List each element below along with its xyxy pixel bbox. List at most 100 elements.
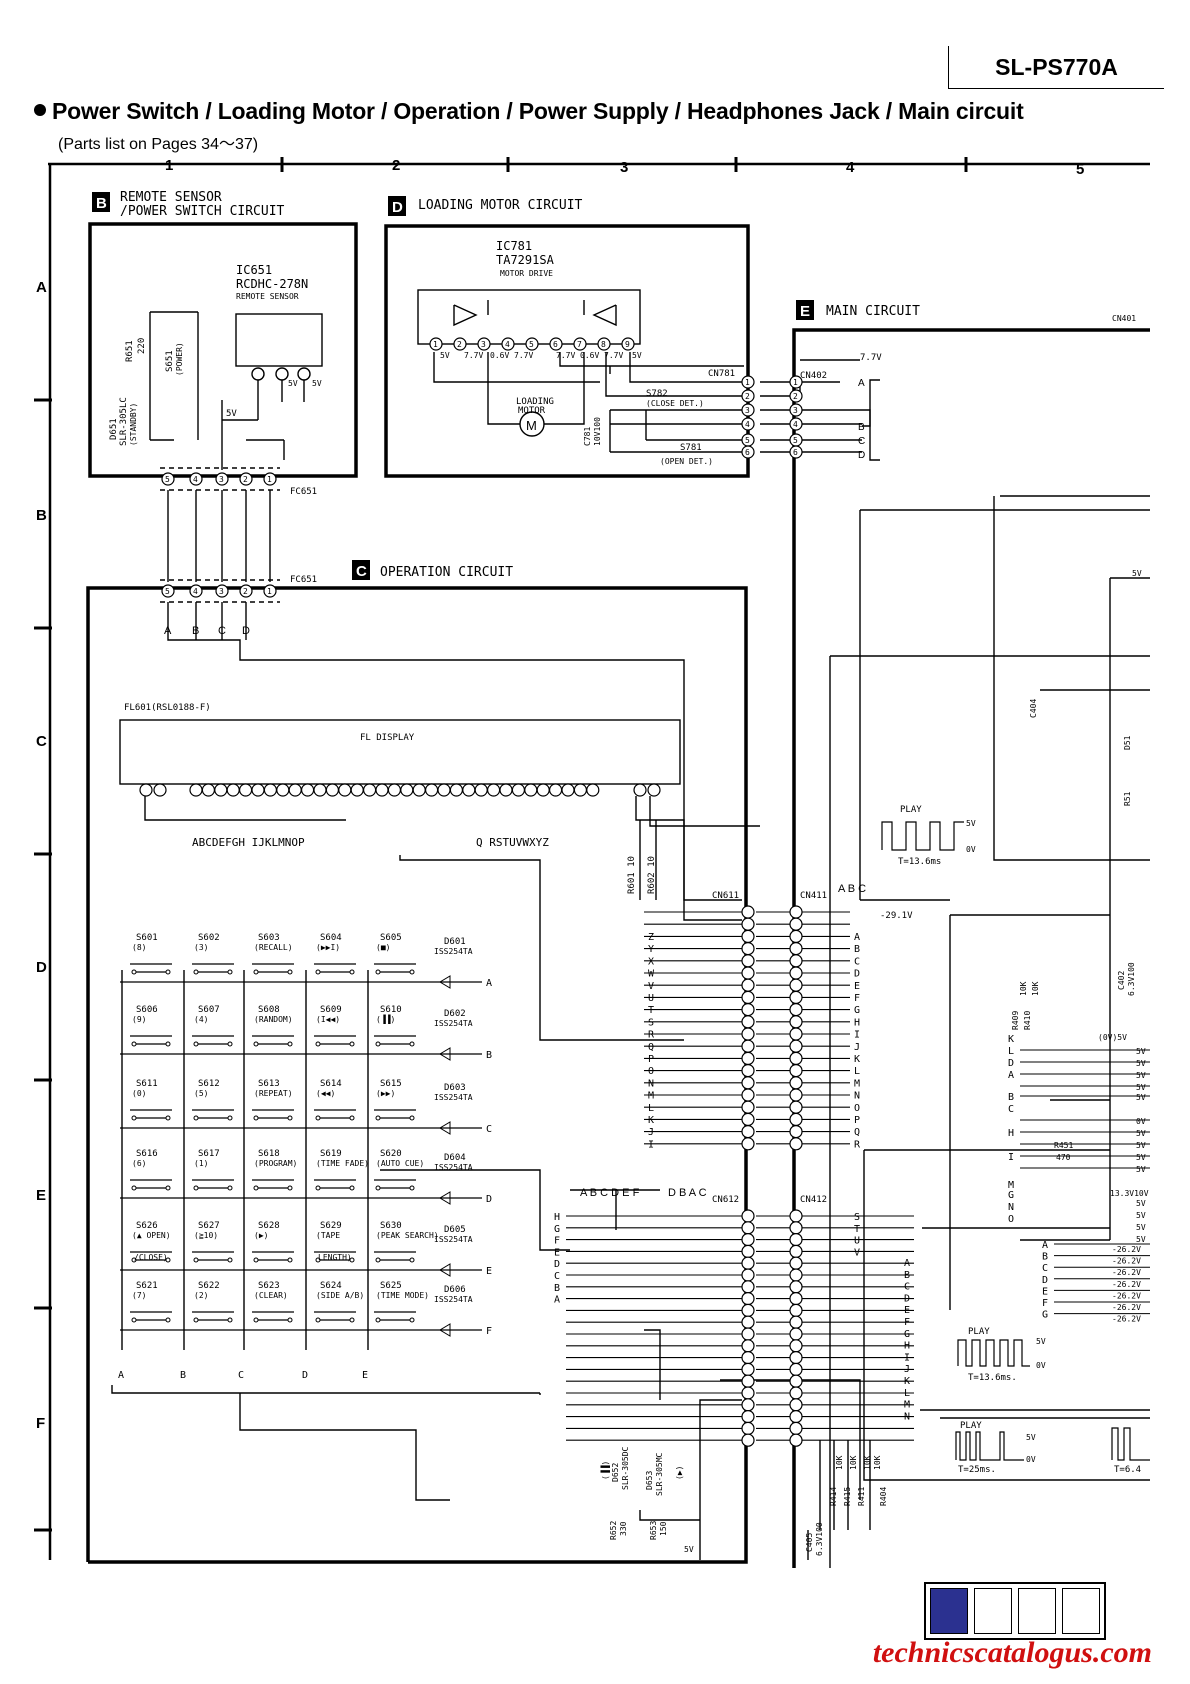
switch-s603-label: S603 <box>258 933 280 943</box>
fl-pin-15-pin <box>313 783 327 797</box>
main-right2-pin-F: F <box>1042 1298 1048 1309</box>
s782-label: S782 <box>646 389 668 399</box>
cn781-pin-6-pin <box>741 445 755 459</box>
motor-label-2: MOTOR <box>518 406 546 416</box>
switch-s627-label: S627 <box>198 1221 220 1231</box>
cn411-pin-18-pin <box>789 1112 803 1127</box>
fl-pin-23-pin <box>412 783 426 797</box>
switch-s618-label: S618 <box>258 1149 280 1159</box>
cn402-pin-1-pin <box>789 375 803 389</box>
volt-right-10: 5V <box>1136 1165 1146 1174</box>
cn612-pin-6-pin <box>741 1268 755 1282</box>
switch-s606-label: S606 <box>136 1005 158 1015</box>
ic781-func: MOTOR DRIVE <box>500 269 553 278</box>
r411-label: R411 <box>857 1487 866 1506</box>
cn402-pin-1: 1 <box>793 378 798 387</box>
cn612-pin-16-pin <box>741 1386 755 1400</box>
cn412-pin-17-pin <box>789 1398 803 1412</box>
switch-s601-label: S601 <box>136 933 158 943</box>
ic781-pin-1-pin <box>429 337 443 351</box>
r653-label: R653 <box>649 1521 658 1540</box>
fl-pin-19-pin <box>363 783 377 797</box>
page-tab-3[interactable] <box>1018 1588 1056 1634</box>
volt-right-low-1: 5V <box>1136 1199 1146 1208</box>
cn412-pin-11-pin <box>789 1327 803 1341</box>
switch-s628-label: S628 <box>258 1221 280 1231</box>
switch-s618-func: (PROGRAM) <box>254 1159 297 1168</box>
cn612-pin-18-pin <box>741 1409 755 1424</box>
main-right-pin-I: I <box>1008 1152 1014 1163</box>
volt-m262-6: -26.2V <box>1112 1303 1141 1312</box>
volt-right-8: 5V <box>1136 1141 1146 1150</box>
page-tab-1[interactable] <box>930 1588 968 1634</box>
page-tab-2[interactable] <box>974 1588 1012 1634</box>
cn412-letter-U: U <box>854 1236 860 1247</box>
switch-s625-label: S625 <box>380 1281 402 1291</box>
cn412b-letter-M: M <box>904 1400 910 1411</box>
cn412b-letter-B: B <box>904 1270 910 1281</box>
cn611-pin-16-pin <box>741 1088 755 1102</box>
diode-d603-output: C <box>486 1124 492 1135</box>
diode-d606-output: F <box>486 1326 492 1337</box>
diode-d601-output: A <box>486 978 492 989</box>
cn611-pin-5-pin <box>741 954 755 968</box>
cn411-pin-2-pin <box>789 917 803 931</box>
cn611-pin-6-pin <box>741 966 755 980</box>
switch-s626-func: (▲ OPEN) <box>132 1231 171 1240</box>
switch-s601-func: (8) <box>132 943 146 952</box>
volt-m262-7: -26.2V <box>1112 1315 1141 1324</box>
volt-m262-2: -26.2V <box>1112 1257 1141 1266</box>
volt-m262-4: -26.2V <box>1112 1280 1141 1289</box>
cn412b-letter-K: K <box>904 1376 910 1387</box>
abcdef-label: A B C D E F <box>580 1187 640 1199</box>
fl-pin-41-pin <box>633 783 647 797</box>
ic781-pin-1: 1 <box>433 340 438 349</box>
diode-d604-part: ISS254TA <box>434 1163 473 1172</box>
cn612-pin-1-pin <box>741 1209 755 1223</box>
fl-display-label: FL DISPLAY <box>360 733 415 743</box>
block-b-line1: REMOTE SENSOR <box>120 190 222 205</box>
fc651-top-label: FC651 <box>290 487 317 497</box>
ic651-func: REMOTE SENSOR <box>236 292 299 301</box>
volt-0v5v: (0V)5V <box>1098 1033 1127 1042</box>
e-pin-a: A <box>858 378 865 389</box>
block-e-letter: E <box>800 303 810 320</box>
fl-pin-27-pin <box>462 783 476 797</box>
cn611-pin-15-pin <box>741 1076 755 1090</box>
switch-s622-label: S622 <box>198 1281 220 1291</box>
cn412b-letter-A: A <box>904 1258 910 1269</box>
cn411-letter-K: K <box>854 1054 860 1065</box>
fl-pin-21-pin <box>387 783 401 797</box>
switch-s617-func: (1) <box>194 1159 208 1168</box>
main-right-pin-C: C <box>1008 1104 1014 1115</box>
block-c-label: OPERATION CIRCUIT <box>380 565 513 580</box>
cn612-letter-E: E <box>554 1247 560 1258</box>
fl-pin-25-pin <box>437 783 451 797</box>
d651-part: SLR-305LC <box>119 397 129 446</box>
b-5v-label-2: 5V <box>312 379 322 388</box>
cn781-pin-5: 5 <box>745 436 750 445</box>
volt-13v: 13.3V10V <box>1110 1189 1149 1198</box>
switch-s627-func: (≧10) <box>194 1231 218 1240</box>
switch-s602-func: (3) <box>194 943 208 952</box>
switch-s620-func: (AUTO CUE) <box>376 1159 424 1168</box>
ic781-pin-6-pin <box>549 337 563 351</box>
cn611-letter-N: N <box>648 1078 654 1089</box>
ic781-pin-volt-6: 0.6V <box>580 351 599 360</box>
switch-s611-func: (0) <box>132 1089 146 1098</box>
cn411-pin-5-pin <box>789 954 803 968</box>
cn402-pin-4: 4 <box>793 420 798 429</box>
main-right-pin-G: G <box>1008 1190 1014 1201</box>
matrix-col-d: D <box>302 1370 308 1381</box>
cn611-letter-J: J <box>648 1127 654 1138</box>
wave1-5v: 5V <box>966 819 976 828</box>
r404-value: 10K <box>873 1455 882 1470</box>
fl-pin-24-pin <box>425 783 439 797</box>
main-right2-pin-C: C <box>1042 1263 1048 1274</box>
page-tab-4[interactable] <box>1062 1588 1100 1634</box>
cn611-pin-9-pin <box>741 1002 755 1017</box>
r602-label: R602 10 <box>647 856 657 894</box>
diode-d605-label: D605 <box>444 1225 466 1235</box>
cn402-pin-6: 6 <box>793 448 798 457</box>
cn412-pin-4-pin <box>789 1244 803 1259</box>
